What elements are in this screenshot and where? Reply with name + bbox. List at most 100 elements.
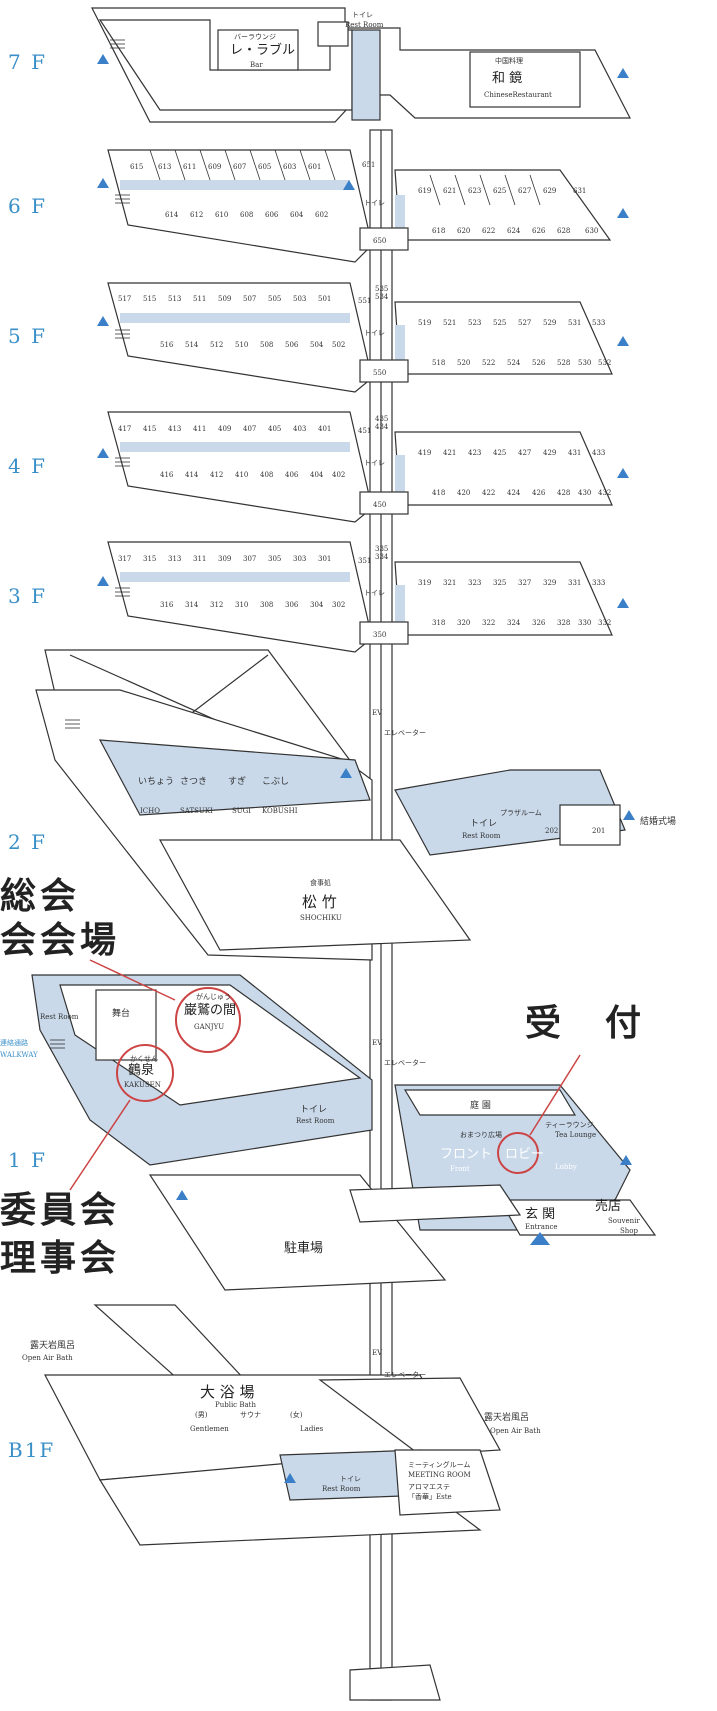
marker-triangles [97,54,635,1483]
room-label: 607 [233,163,247,171]
open-bath-right-en: Open Air Bath [490,1427,541,1435]
room-label: 406 [285,471,299,479]
room-label: 519 [418,319,432,327]
room-label: 525 [493,319,507,327]
room-label: 623 [468,187,482,195]
ganjyu-room: 巌鷲の間 [184,1003,237,1018]
toilet-label: トイレ [364,459,385,467]
room-label: 332 [598,619,612,627]
open-bath-left-label: 露天岩風呂 [30,1341,76,1351]
room-label: 302 [332,601,346,609]
room-label: 314 [185,601,199,609]
room-label: 308 [260,601,274,609]
room-label: 431 [568,449,582,457]
open-bath-right-label: 露天岩風呂 [484,1413,530,1423]
room-label: 507 [243,295,257,303]
annotation-soukai-venue: 会会場 [0,919,121,961]
room-label: 515 [143,295,157,303]
room-label: 324 [507,619,521,627]
ladies-label: Ladies [300,1425,324,1433]
annotation-rijikai: 理事会 [0,1237,121,1279]
room-label: 327 [518,579,532,587]
room-label: 426 [532,489,546,497]
f2-toilet-label: トイレ [470,819,498,829]
room-label: 521 [443,319,457,327]
public-bath-en: Public Bath [215,1401,256,1409]
f1-restroom-left: Rest Room [40,1013,79,1021]
room-label: 435 [375,415,389,423]
room-label: 512 [210,341,224,349]
hall-label: 450 [373,501,387,509]
room-label: 520 [457,359,471,367]
room-label: 606 [265,211,279,219]
f1-toilet-label: トイレ [300,1105,328,1115]
floor-3f-outline [107,541,613,653]
room-label: 408 [260,471,274,479]
floor-6f-outline [107,149,612,263]
room-label: 320 [457,619,471,627]
room-label: 516 [160,341,174,349]
room-label: 603 [283,163,297,171]
floor-label-1f: 1 F [8,1148,47,1172]
room-label: 416 [160,471,174,479]
aroma-este-label: 「香華」Este [408,1493,452,1501]
room-label: 509 [218,295,232,303]
floor-2f-outline [35,649,626,961]
room-label: 419 [418,449,432,457]
room-label: 305 [268,555,282,563]
room-label: 608 [240,211,254,219]
entrance-label: 玄 関 [525,1207,556,1222]
room-label: 317 [118,555,132,563]
room-201: 201 [592,827,606,835]
room-label: 522 [482,359,496,367]
f1-restroom-label: Rest Room [296,1117,335,1125]
sauna-label: サウナ [240,1411,261,1419]
room-label: 415 [143,425,157,433]
toilet-label: トイレ [364,589,385,597]
stage-label: 舞台 [112,1009,131,1019]
room-label: 601 [308,163,322,171]
room-label: 403 [293,425,307,433]
room-label: 602 [315,211,329,219]
room-label: 517 [118,295,132,303]
room-label: 504 [310,341,324,349]
room-label: 423 [468,449,482,457]
room-label: 610 [215,211,229,219]
room-label: 614 [165,211,179,219]
room-label: 418 [432,489,446,497]
room-label: 422 [482,489,496,497]
room-label: 627 [518,187,532,195]
room-label: 309 [218,555,232,563]
shop-en-2: Shop [620,1227,638,1235]
room-label: 622 [482,227,496,235]
room-label: 615 [130,163,144,171]
room-label: 321 [443,579,457,587]
meeting-room-kana: ミーティングルーム [408,1461,471,1469]
room-label: 304 [310,601,324,609]
room-label: 306 [285,601,299,609]
aroma-label: アロマエステ [408,1483,450,1491]
room-label: 413 [168,425,182,433]
shop-label: 売店 [595,1199,622,1214]
plaza-room-label: プラザルーム [500,809,542,817]
room-label: 402 [332,471,346,479]
room-label: 630 [585,227,599,235]
room-label: 307 [243,555,257,563]
open-bath-left-en: Open Air Bath [22,1354,73,1362]
room-label: 330 [578,619,592,627]
restaurant-kana: 食事処 [310,879,331,887]
room-label-en: SATSUKI [180,807,213,815]
room-label: 628 [557,227,571,235]
bar-en: Bar [250,61,263,69]
room-label: 651 [362,161,376,169]
restaurant-name: 松 竹 [302,893,337,911]
room-label-en: SUGI [232,807,252,815]
room-label: 313 [168,555,182,563]
floor-5f-outline [107,282,613,393]
stairs-hatch [50,39,130,1049]
room-label: 618 [432,227,446,235]
room-label: 410 [235,471,249,479]
room-label: 505 [268,295,282,303]
annotation-iinkai: 委員会 [0,1189,121,1231]
room-label: 532 [598,359,612,367]
